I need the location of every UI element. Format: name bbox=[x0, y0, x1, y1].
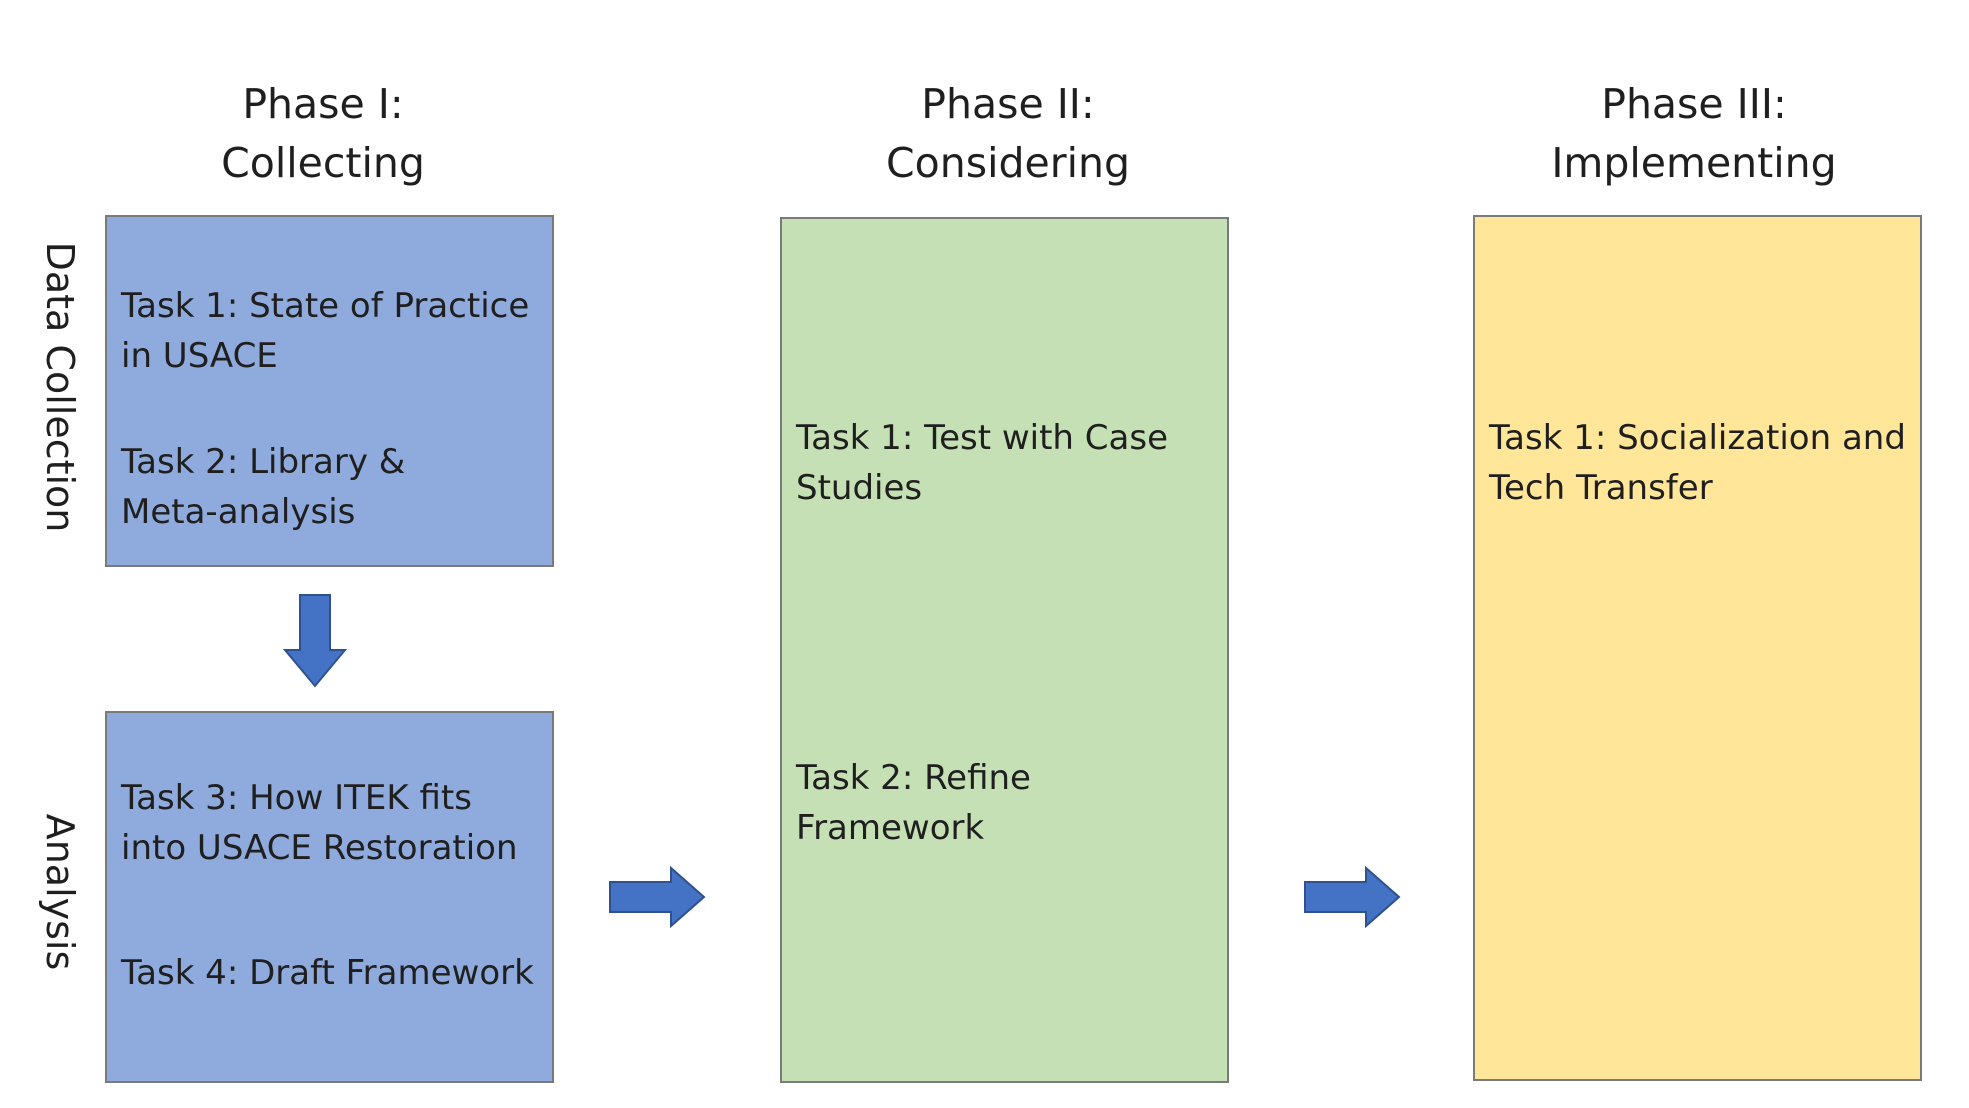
phase-3-task-1: Task 1: Socialization and Tech Transfer bbox=[1489, 413, 1906, 513]
phase-1-title: Phase I: Collecting bbox=[63, 75, 583, 193]
phase-1-task-4: Task 4: Draft Framework bbox=[121, 948, 534, 998]
phase-1-task-2: Task 2: Library & Meta-analysis bbox=[121, 437, 405, 537]
phase-1-analysis-box: Task 3: How ITEK fits into USACE Restora… bbox=[105, 711, 554, 1083]
phase-2-task-2-line1: Task 2: Refine bbox=[796, 758, 1031, 798]
phase-2-title-line1: Phase II: bbox=[921, 80, 1095, 128]
phase-3-title-line2: Implementing bbox=[1551, 139, 1837, 187]
phase-2-task-1: Task 1: Test with Case Studies bbox=[796, 413, 1168, 513]
phase-3-box: Task 1: Socialization and Tech Transfer bbox=[1473, 215, 1922, 1081]
phase-3-task-1-line1: Task 1: Socialization and bbox=[1489, 418, 1906, 458]
phase-1-title-line1: Phase I: bbox=[242, 80, 404, 128]
phase-1-task-1-line1: Task 1: State of Practice bbox=[121, 286, 530, 326]
phase-2-task-1-line2: Studies bbox=[796, 468, 923, 508]
phase-3-title-line1: Phase III: bbox=[1601, 80, 1787, 128]
phase-2-task-2-line2: Framework bbox=[796, 808, 985, 848]
phase-2-box: Task 1: Test with Case Studies Task 2: R… bbox=[780, 217, 1229, 1083]
phase-2-title-line2: Considering bbox=[886, 139, 1130, 187]
phase-2-task-1-line1: Task 1: Test with Case bbox=[796, 418, 1168, 458]
phase-1-task-2-line2: Meta-analysis bbox=[121, 492, 356, 532]
down-arrow-icon bbox=[282, 594, 348, 688]
right-arrow-icon-1 bbox=[609, 865, 706, 929]
phase-1-task-2-line1: Task 2: Library & bbox=[121, 442, 406, 482]
right-arrow-icon-2 bbox=[1304, 865, 1401, 929]
phase-1-task-3: Task 3: How ITEK fits into USACE Restora… bbox=[121, 773, 518, 873]
phase-3-task-1-line2: Tech Transfer bbox=[1489, 468, 1713, 508]
phase-1-task-3-line1: Task 3: How ITEK fits bbox=[121, 778, 472, 818]
phase-1-task-1-line2: in USACE bbox=[121, 336, 278, 376]
phase-2-task-2: Task 2: Refine Framework bbox=[796, 753, 1031, 853]
phase-1-data-collection-box: Task 1: State of Practice in USACE Task … bbox=[105, 215, 554, 567]
phase-1-task-1: Task 1: State of Practice in USACE bbox=[121, 281, 529, 381]
phase-3-title: Phase III: Implementing bbox=[1434, 75, 1954, 193]
phase-1-task-4-line1: Task 4: Draft Framework bbox=[121, 953, 534, 993]
phase-1-task-3-line2: into USACE Restoration bbox=[121, 828, 518, 868]
phase-1-title-line2: Collecting bbox=[221, 139, 425, 187]
phase-2-title: Phase II: Considering bbox=[748, 75, 1268, 193]
